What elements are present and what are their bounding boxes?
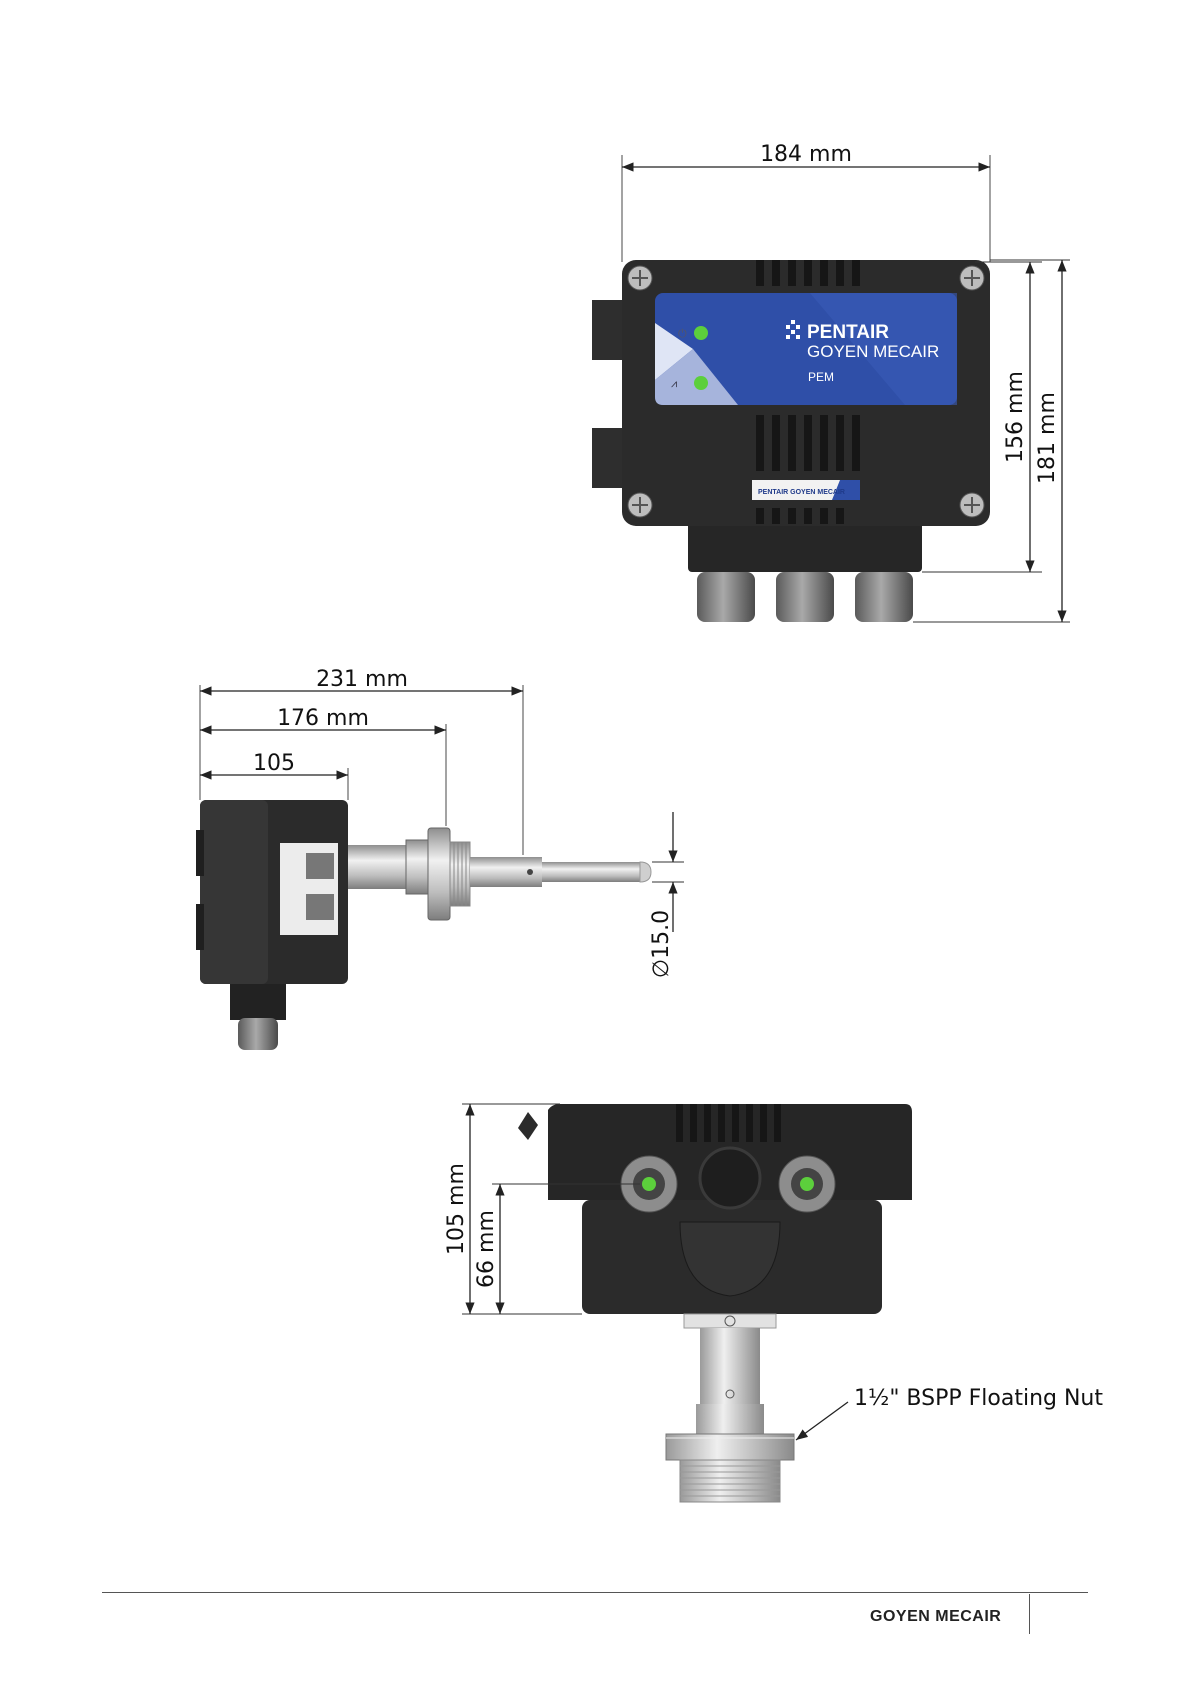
dim-label-bottom-total: 105 mm: [444, 1163, 469, 1255]
side-floating-nut: [428, 828, 450, 920]
side-probe: [542, 862, 640, 882]
front-view: ⏻ ⩘ PENTAIR GOYEN MECAIR PEM PENTAIR GOY…: [592, 142, 1070, 622]
dim-label-front-height-total: 181 mm: [1035, 392, 1060, 484]
cable-gland: [697, 572, 755, 622]
dim-label-front-height-inner: 156 mm: [1003, 371, 1028, 463]
wave-symbol-icon: ⩘: [671, 378, 677, 390]
cable-gland: [776, 572, 834, 622]
center-port: [700, 1148, 760, 1208]
side-neck: [348, 845, 406, 889]
power-symbol-icon: ⏻: [678, 328, 687, 340]
dim-label-probe-diameter: ∅15.0: [649, 910, 674, 978]
front-cable-glands: [697, 572, 913, 622]
panel-brand: PENTAIR: [807, 322, 889, 343]
bottom-latch: [518, 1112, 538, 1140]
side-thread: [450, 842, 470, 906]
dim-label-front-width: 184 mm: [760, 142, 852, 167]
front-latch-top: [592, 300, 622, 360]
dim-side-body: 105: [200, 751, 348, 800]
bottom-glands: [621, 1148, 835, 1212]
front-base: [688, 520, 922, 572]
badge-text: PENTAIR GOYEN MECAIR: [758, 489, 845, 496]
cable-gland: [855, 572, 913, 622]
footer-separator: [1029, 1594, 1030, 1634]
gland-led-icon: [800, 1177, 814, 1191]
side-base: [230, 984, 286, 1020]
dim-probe-diameter: ∅15.0: [649, 812, 684, 978]
panel-model: PEM: [808, 370, 834, 384]
gland-led-icon: [642, 1177, 656, 1191]
nut-callout: 1½" BSPP Floating Nut: [796, 1386, 1103, 1440]
dim-label-side-nut: 176 mm: [277, 706, 369, 731]
front-badge: PENTAIR GOYEN MECAIR: [752, 480, 860, 500]
bottom-neck: [700, 1328, 760, 1404]
dim-label-side-total: 231 mm: [316, 667, 408, 692]
bottom-view: 105 mm 66 mm 1½" BSPP Floating Nut: [444, 1104, 1103, 1502]
side-view: 231 mm 176 mm 105 ∅15.0: [196, 667, 684, 1050]
front-label-panel: ⏻ ⩘ PENTAIR GOYEN MECAIR PEM: [655, 293, 957, 405]
status-led-icon: [694, 376, 708, 390]
dim-label-side-body: 105: [253, 751, 295, 776]
power-led-icon: [694, 326, 708, 340]
side-inner-nut: [406, 840, 428, 894]
dim-label-bottom-gland: 66 mm: [474, 1210, 499, 1288]
side-cable-gland: [238, 1018, 278, 1050]
front-latch-bottom: [592, 428, 622, 488]
panel-sub-brand: GOYEN MECAIR: [807, 342, 939, 361]
nut-callout-label: 1½" BSPP Floating Nut: [854, 1386, 1103, 1411]
footer-rule: [102, 1592, 1088, 1593]
footer-brand: GOYEN MECAIR: [870, 1608, 1001, 1626]
bottom-inner-nut: [696, 1404, 764, 1434]
dim-front-width: 184 mm: [622, 142, 990, 262]
